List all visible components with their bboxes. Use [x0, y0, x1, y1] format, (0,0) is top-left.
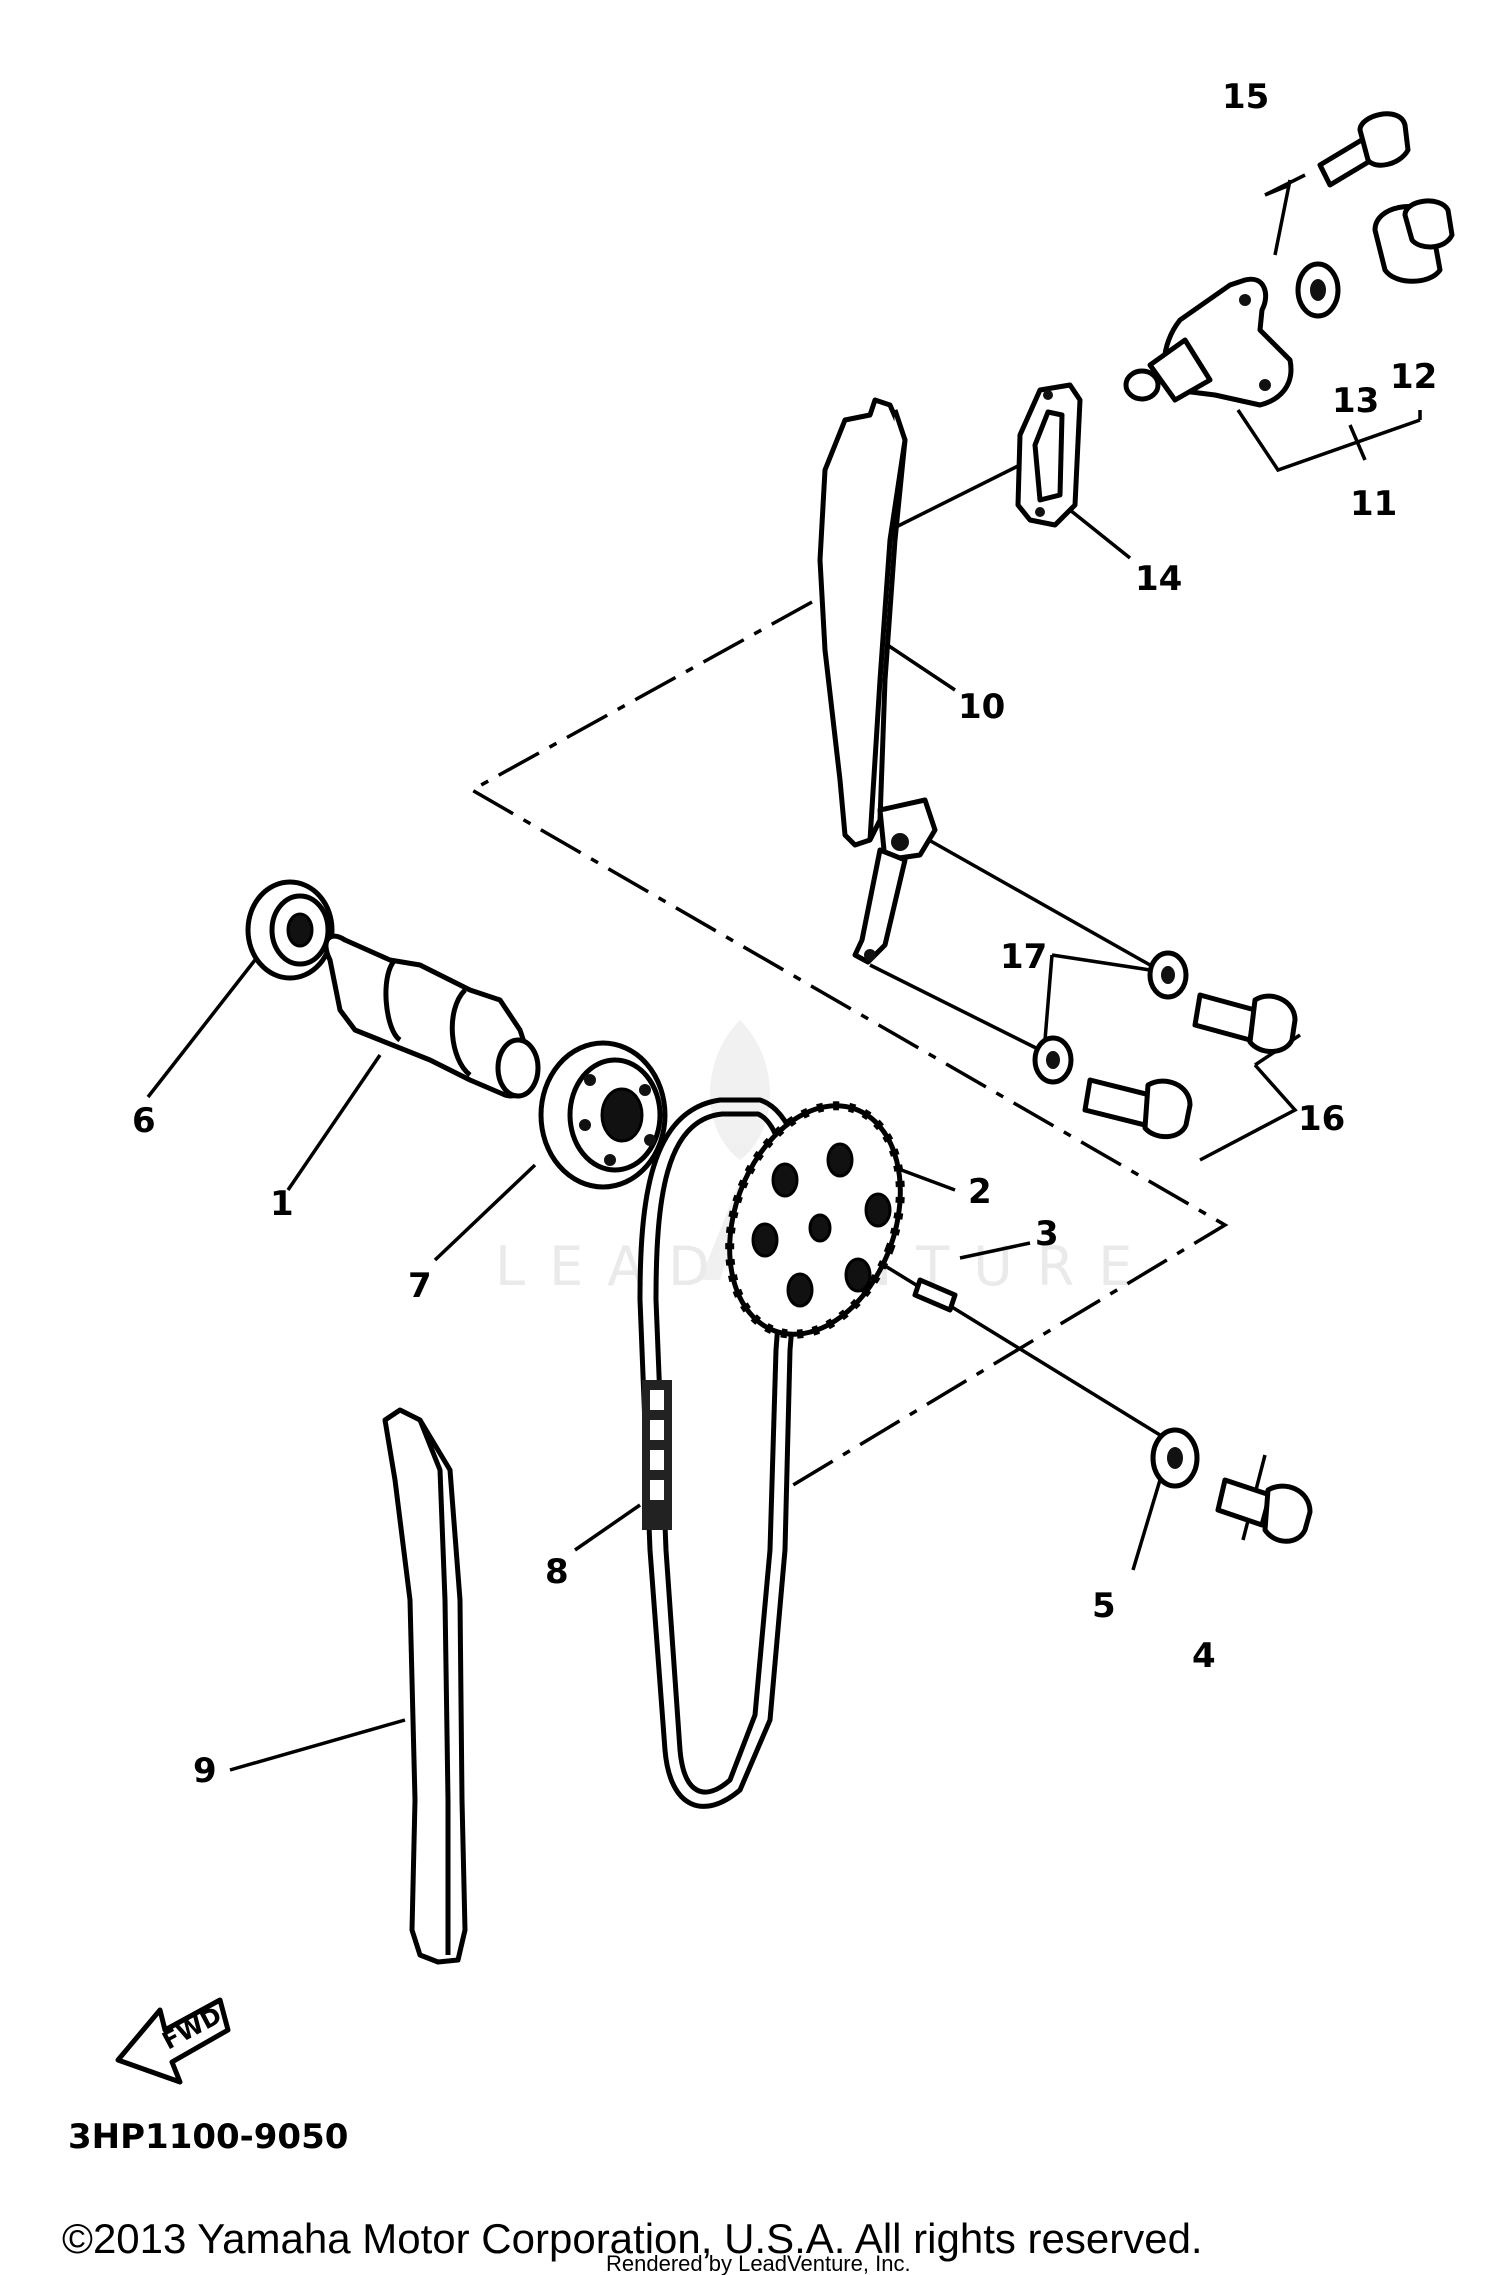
- rendered-by-text: Rendered by LeadVenture, Inc.: [606, 2251, 911, 2275]
- part-10-chain-guide: [817, 397, 938, 965]
- copyright-text: ©2013 Yamaha Motor Corporation, U.S.A. A…: [62, 2215, 1203, 2262]
- leader-lines: [146, 173, 1422, 1772]
- callout-8: 8: [545, 1552, 569, 1592]
- callout-15: 15: [1222, 77, 1269, 117]
- part-1-camshaft: [323, 933, 541, 1099]
- callout-3: 3: [1035, 1214, 1059, 1254]
- part-13-washer: [1295, 261, 1341, 319]
- part-5-washer: [1150, 1427, 1200, 1489]
- callout-5: 5: [1092, 1586, 1116, 1626]
- part-15-bolt: [1317, 111, 1411, 188]
- callout-6: 6: [132, 1101, 156, 1141]
- callout-10: 10: [958, 687, 1005, 727]
- callout-2: 2: [968, 1172, 992, 1212]
- part-2-cam-sprocket: [725, 1101, 905, 1339]
- callout-11: 11: [1350, 484, 1397, 524]
- part-9-chain-guide: [382, 1407, 468, 1965]
- part-3-dowel-pin: [912, 1277, 958, 1313]
- callout-12: 12: [1390, 357, 1437, 397]
- fwd-arrow-icon: FWD: [115, 1997, 231, 2085]
- callout-14: 14: [1135, 559, 1182, 599]
- callout-16: 16: [1298, 1099, 1345, 1139]
- part-17-washers: [1032, 950, 1189, 1085]
- part-14-gasket: [1015, 382, 1083, 528]
- callout-1: 1: [270, 1184, 294, 1224]
- part-7-bearing: [538, 1040, 668, 1190]
- assembly-outline: [468, 600, 1229, 1490]
- callout-4: 4: [1192, 1636, 1216, 1676]
- part-4-bolt: [1215, 1477, 1313, 1544]
- callout-7: 7: [408, 1266, 432, 1306]
- part-16-bolts: [1082, 992, 1298, 1140]
- part-6-bearing: [245, 879, 335, 981]
- callout-13: 13: [1332, 381, 1379, 421]
- part-11-tensioner: [1123, 276, 1294, 408]
- callout-9: 9: [193, 1751, 217, 1791]
- callout-17: 17: [1000, 937, 1047, 977]
- part-12-cap-bolt: [1372, 198, 1455, 284]
- diagram-code: 3HP1100-9050: [68, 2117, 348, 2157]
- flame-logo-icon: [700, 1020, 780, 1280]
- callout-labels: 1 2 3 4 5 6 7 8 9 10 11 12 13 14 15 16 1…: [132, 77, 1437, 1791]
